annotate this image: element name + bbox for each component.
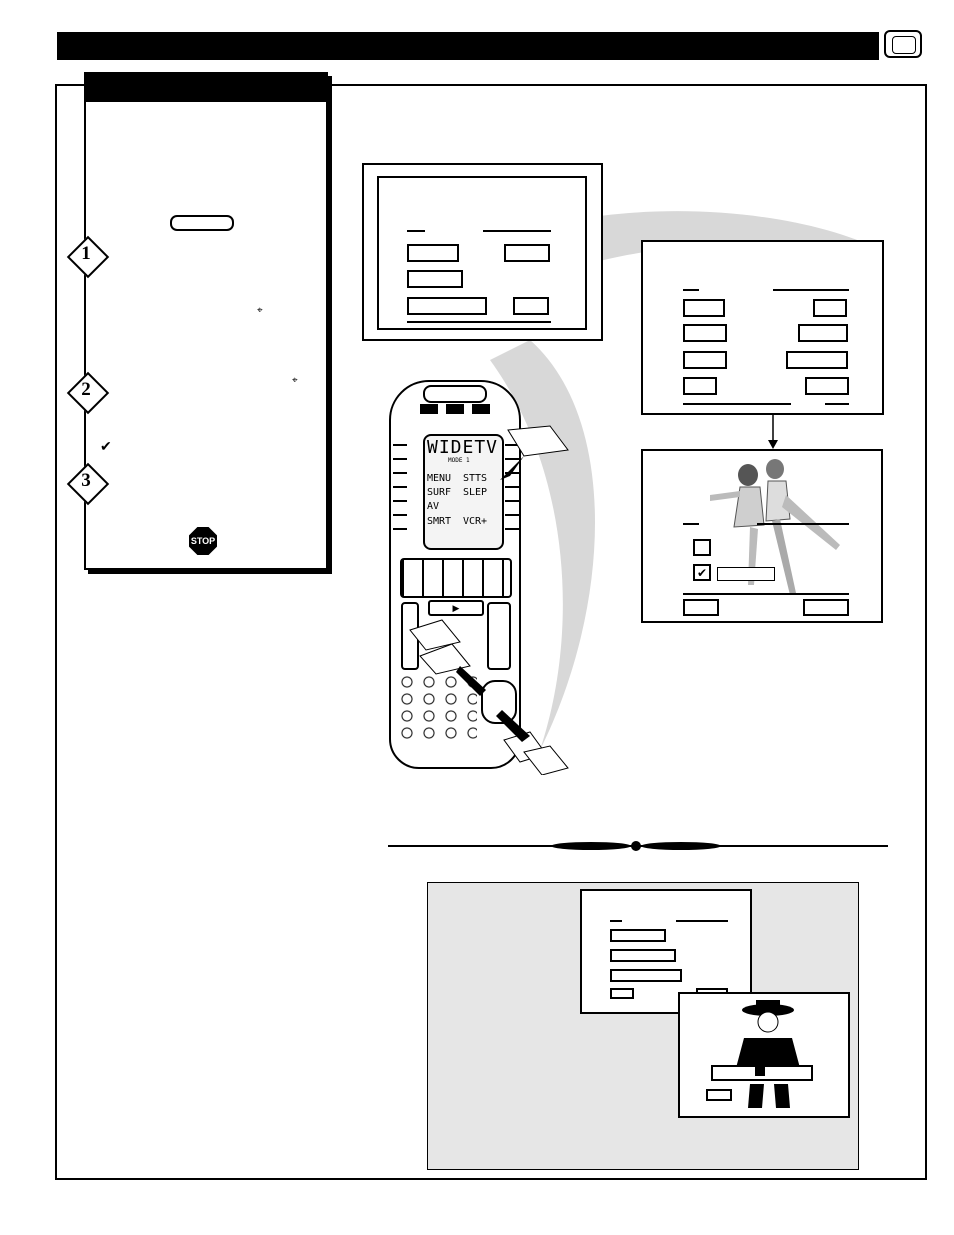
remote-mode-button[interactable] bbox=[446, 404, 464, 414]
remote-number-pad[interactable] bbox=[401, 676, 477, 740]
menu-button[interactable] bbox=[407, 297, 489, 317]
tv-icon bbox=[884, 30, 922, 58]
menu-button[interactable] bbox=[610, 949, 678, 964]
menu-button-highlighted[interactable] bbox=[786, 351, 850, 371]
remote-lcd-screen bbox=[423, 434, 504, 550]
menu-button[interactable] bbox=[407, 270, 465, 290]
step-1-number: 1 bbox=[81, 243, 91, 264]
crosshair-icon: ⌖ bbox=[292, 375, 298, 386]
channel-rocker[interactable] bbox=[487, 602, 511, 670]
menu-button-highlighted[interactable] bbox=[407, 244, 461, 264]
lcd-menu-item[interactable]: STTS bbox=[463, 473, 488, 484]
section-divider bbox=[388, 841, 888, 851]
hand-pointer-graphic bbox=[409, 425, 569, 775]
menu-button[interactable] bbox=[683, 377, 719, 397]
sidebar-button-symbol bbox=[170, 215, 234, 231]
menu-button-highlighted[interactable] bbox=[610, 969, 684, 984]
menu-button[interactable] bbox=[610, 988, 636, 1001]
remote-mode-button[interactable] bbox=[420, 404, 438, 414]
checkmark-icon: ✔ bbox=[100, 438, 112, 454]
option-field bbox=[717, 567, 775, 581]
remote-top-button[interactable] bbox=[423, 385, 487, 403]
play-button[interactable]: ▶ bbox=[428, 600, 484, 616]
menu-button[interactable] bbox=[610, 929, 668, 944]
lcd-menu-item[interactable]: MENU bbox=[427, 473, 452, 484]
menu-button[interactable] bbox=[706, 1089, 734, 1103]
menu-button[interactable] bbox=[513, 297, 551, 317]
lcd-menu-item[interactable]: SLEP bbox=[463, 487, 488, 498]
remote-function-keys[interactable] bbox=[400, 558, 512, 598]
remote-dpad[interactable] bbox=[481, 680, 517, 724]
step-2-number: 2 bbox=[81, 379, 91, 400]
menu-button[interactable] bbox=[813, 299, 849, 319]
page-frame bbox=[55, 84, 927, 1180]
step-3-number: 3 bbox=[81, 470, 91, 491]
menu-button[interactable] bbox=[805, 377, 851, 397]
lcd-menu-item[interactable]: SMRT bbox=[427, 516, 452, 527]
cowboy-image bbox=[736, 1000, 800, 1108]
sidebar-header bbox=[84, 72, 328, 102]
remote-mode-button[interactable] bbox=[472, 404, 490, 414]
header-bar bbox=[57, 32, 879, 60]
skaters-image bbox=[710, 459, 840, 595]
checkbox-empty[interactable] bbox=[693, 539, 711, 556]
menu-button[interactable] bbox=[683, 599, 721, 618]
menu-button[interactable] bbox=[798, 324, 850, 344]
arrow-down-icon bbox=[768, 414, 778, 449]
lcd-subtitle: MODE 1 bbox=[448, 457, 470, 464]
lcd-title: WIDETV bbox=[427, 437, 499, 458]
stop-sign-icon: STOP bbox=[189, 527, 217, 555]
menu-button[interactable] bbox=[683, 351, 729, 371]
instruction-sidebar bbox=[84, 72, 328, 570]
menu-button[interactable] bbox=[683, 299, 727, 319]
menu-button[interactable] bbox=[683, 324, 729, 344]
lcd-menu-item[interactable]: VCR+ bbox=[463, 516, 488, 527]
slider-thumb[interactable] bbox=[755, 1066, 765, 1076]
menu-button[interactable] bbox=[803, 599, 851, 618]
crosshair-icon: ⌖ bbox=[257, 305, 263, 316]
remote-left-soft-keys[interactable] bbox=[393, 440, 407, 540]
menu-button[interactable] bbox=[504, 244, 552, 264]
lcd-menu-item[interactable]: AV bbox=[427, 501, 440, 512]
checkbox-checked[interactable]: ✔ bbox=[693, 564, 711, 581]
lcd-menu-item[interactable]: SURF bbox=[427, 487, 452, 498]
